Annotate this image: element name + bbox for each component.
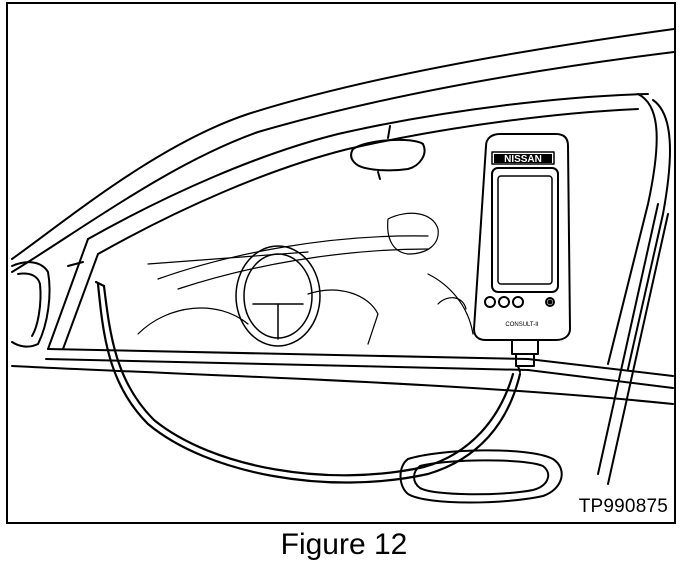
- rearview-mirror: [350, 125, 426, 180]
- side-mirror: [11, 261, 51, 348]
- figure-frame: NISSAN CONSULT-II TP990875: [6, 2, 676, 524]
- b-pillar: [597, 93, 671, 485]
- a-pillar: [47, 238, 99, 350]
- device-brand-label: NISSAN: [504, 154, 542, 165]
- door-handle: [399, 449, 563, 504]
- device-model-label: CONSULT-II: [505, 322, 539, 328]
- consult-device: [473, 133, 571, 373]
- window-sill: [11, 348, 674, 405]
- figure-reference-code: TP990875: [578, 496, 668, 517]
- device-labels: NISSAN CONSULT-II: [494, 154, 552, 328]
- steering-wheel: [235, 245, 321, 347]
- figure-caption: Figure 12: [280, 528, 408, 561]
- door-frame: [11, 28, 674, 273]
- diagnostic-cable: [94, 280, 522, 484]
- car-window-illustration: [11, 28, 674, 504]
